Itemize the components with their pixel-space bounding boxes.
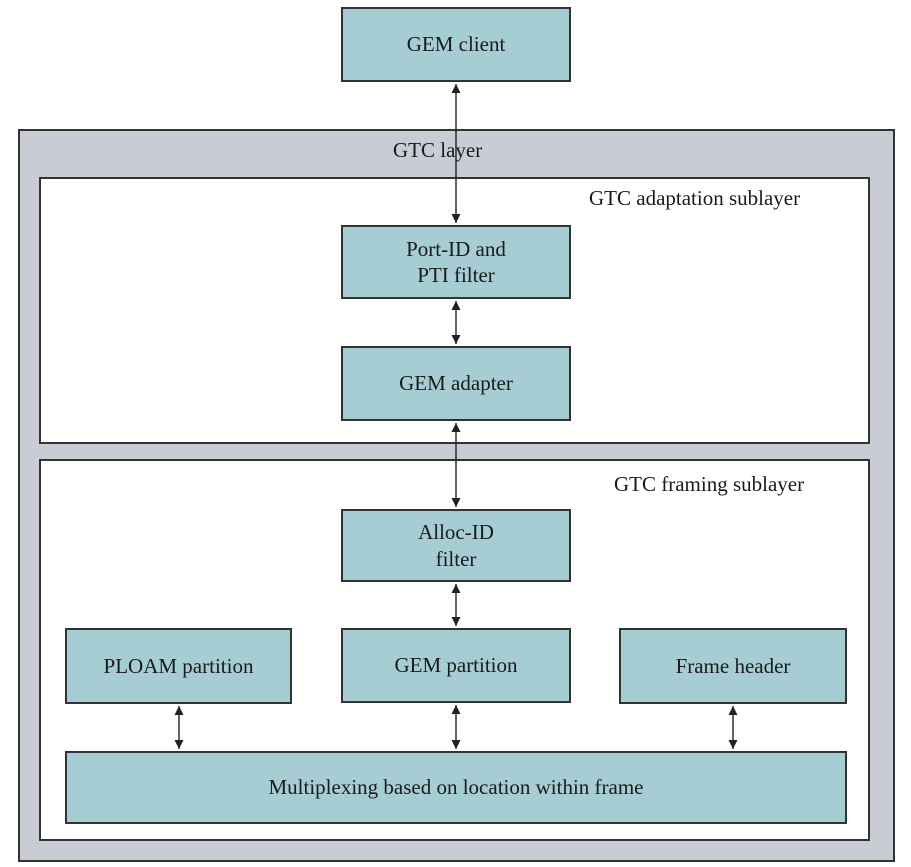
multiplexing-block: Multiplexing based on location within fr… xyxy=(65,751,847,824)
framing-sublayer-label: GTC framing sublayer xyxy=(614,472,805,496)
frame-header-block: Frame header xyxy=(619,628,847,704)
gem-client-block: GEM client xyxy=(341,7,571,82)
gem-adapter-block: GEM adapter xyxy=(341,346,571,421)
gem-partition-block: GEM partition xyxy=(341,628,571,703)
ploam-partition-block: PLOAM partition xyxy=(65,628,292,704)
adaptation-sublayer-label: GTC adaptation sublayer xyxy=(589,186,801,210)
gtc-layer-label: GTC layer xyxy=(393,138,483,162)
alloc-id-filter-block: Alloc-ID filter xyxy=(341,509,571,582)
port-id-pti-filter-block: Port-ID and PTI filter xyxy=(341,225,571,299)
